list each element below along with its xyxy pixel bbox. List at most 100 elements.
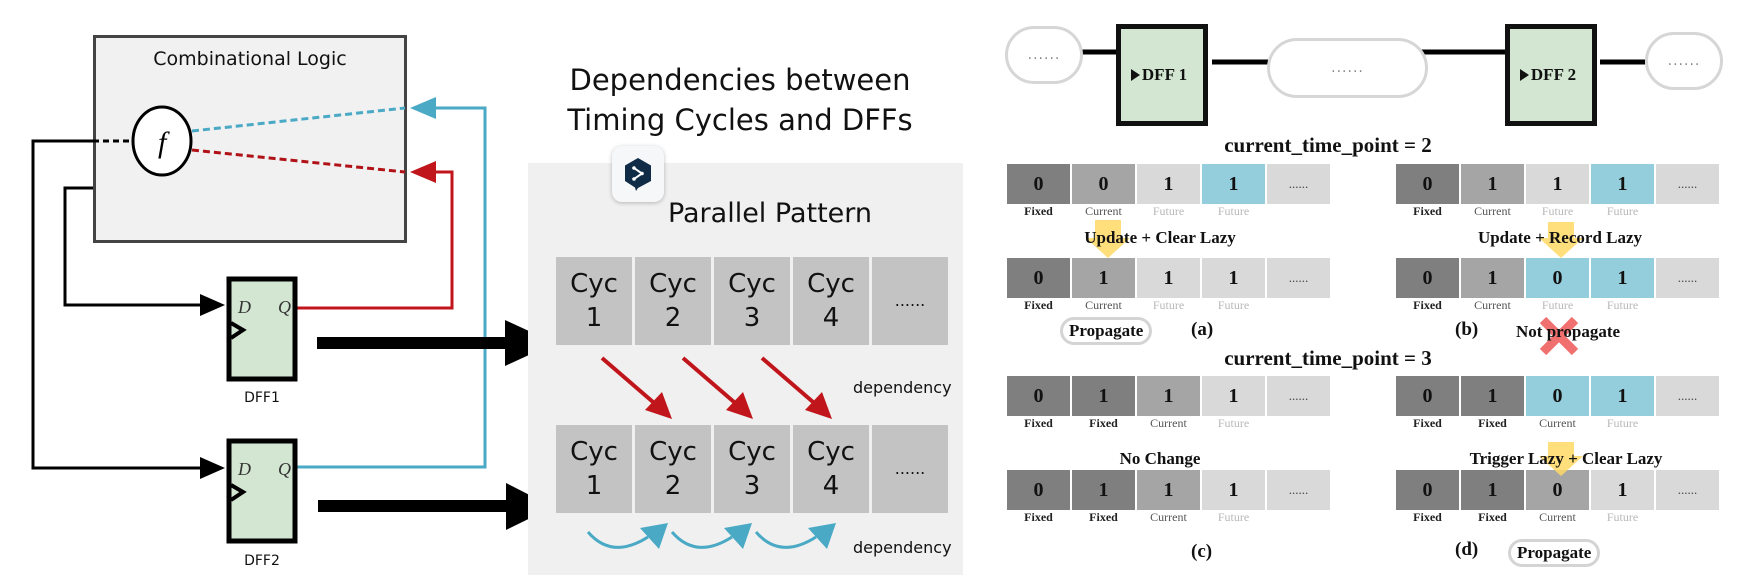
cell-state-label: Current [1150, 510, 1187, 524]
cell-state-label: Future [1152, 204, 1185, 218]
red-feedback-wire [297, 161, 454, 310]
blue-dependency-arrow [754, 523, 836, 549]
action-label-d: Trigger Lazy + Clear Lazy [1469, 449, 1663, 468]
red-dependency-arrow [760, 356, 832, 419]
clock-icon [1130, 69, 1140, 81]
dff1-label: DFF1 [244, 390, 280, 406]
state-cell-lazy: 1 [1591, 164, 1654, 204]
cell-state-label: Current [1539, 416, 1576, 430]
cell-state-label: Fixed [1024, 416, 1053, 430]
dependencies-title-line1: Dependencies between [569, 63, 911, 97]
cell-state-label: Future [1606, 510, 1639, 524]
cell-state-label: Future [1606, 416, 1639, 430]
cell-state-label: Fixed [1089, 416, 1118, 430]
state-cell-future: ...... [1267, 164, 1330, 204]
cloud-left: ...... [1005, 26, 1083, 84]
state-cell-current: 1 [1137, 470, 1200, 510]
cell-state-label: Fixed [1478, 510, 1507, 524]
red-dependency-arrow [681, 356, 753, 419]
dff1-label-right: DFF 1 [1141, 65, 1188, 84]
cycle-cell-label: Cyc [807, 269, 855, 299]
panel-c-label: (c) [1191, 541, 1213, 562]
cell-state-label: Future [1541, 298, 1574, 312]
action-label-c: No Change [1119, 449, 1201, 468]
cloud-middle: ...... [1267, 38, 1428, 98]
dff1-q-pin: Q [278, 297, 291, 317]
deepl-badge[interactable] [612, 146, 664, 202]
state-cell-future: ...... [1656, 164, 1719, 204]
cell-state-label: Fixed [1413, 416, 1442, 430]
state-cell-fixed: 1 [1072, 376, 1135, 416]
dff1-d-pin: D [237, 297, 251, 317]
state-cell-future: ...... [1656, 376, 1719, 416]
state-cell-future: ...... [1267, 258, 1330, 298]
cell-state-label: Future [1217, 204, 1250, 218]
state-cell-lazy: 0 [1526, 258, 1589, 298]
dependency-label-red: dependency [853, 378, 952, 397]
cell-state-label: Fixed [1413, 510, 1442, 524]
combinational-logic-title: Combinational Logic [153, 48, 347, 70]
state-cell-current: 1 [1137, 376, 1200, 416]
state-cell-future: 1 [1526, 164, 1589, 204]
panel-b-label: (b) [1455, 319, 1479, 340]
yellow-down-arrow-b [1539, 222, 1583, 258]
state-cell-future: ...... [1267, 376, 1330, 416]
cycle-cell-label: ...... [894, 291, 926, 310]
result-b: Not propagate [1516, 322, 1621, 341]
dff1-block-right: DFF 1 [1116, 24, 1208, 126]
state-cell-future: 1 [1202, 258, 1265, 298]
cell-label-row: Fixed Current Future Future [1396, 204, 1719, 218]
cell-state-label: Future [1152, 298, 1185, 312]
result-d: Propagate [1508, 539, 1601, 567]
blue-dashed-dependency [191, 106, 406, 133]
result-a: Propagate [1060, 317, 1153, 345]
cell-state-label: Current [1474, 204, 1511, 218]
cycle-cell-label: Cyc [570, 269, 618, 299]
state-cell-future: ...... [1267, 470, 1330, 510]
cell-state-label: Current [1539, 510, 1576, 524]
cycle-cell-number: 4 [822, 471, 840, 501]
cell-state-label: Current [1474, 298, 1511, 312]
cycle-cell-number: 4 [822, 303, 840, 333]
cell-state-label: Current [1085, 298, 1122, 312]
cycle-cell-number: 2 [664, 303, 682, 333]
cell-state-label: Fixed [1413, 204, 1442, 218]
cell-state-label: Future [1217, 298, 1250, 312]
cloud-right: ...... [1645, 32, 1723, 90]
cycle-cell-label: ...... [894, 459, 926, 478]
parallel-pattern-title: Parallel Pattern [667, 198, 873, 229]
state-cell-fixed: 0 [1396, 470, 1459, 510]
cell-state-label: Future [1606, 204, 1639, 218]
cycle-cell-number: 3 [743, 303, 761, 333]
cell-state-label: Future [1606, 298, 1639, 312]
state-cell-current: 1 [1461, 164, 1524, 204]
cell-state-label: Future [1541, 204, 1574, 218]
state-cell-fixed: 0 [1007, 164, 1070, 204]
state-cell-fixed: 1 [1461, 376, 1524, 416]
red-cross-icon [1539, 316, 1579, 356]
cycle-cell-number: 3 [743, 471, 761, 501]
action-label-b: Update + Record Lazy [1477, 228, 1643, 247]
state-cell-fixed: 1 [1461, 470, 1524, 510]
dff2-d-pin: D [237, 459, 251, 479]
